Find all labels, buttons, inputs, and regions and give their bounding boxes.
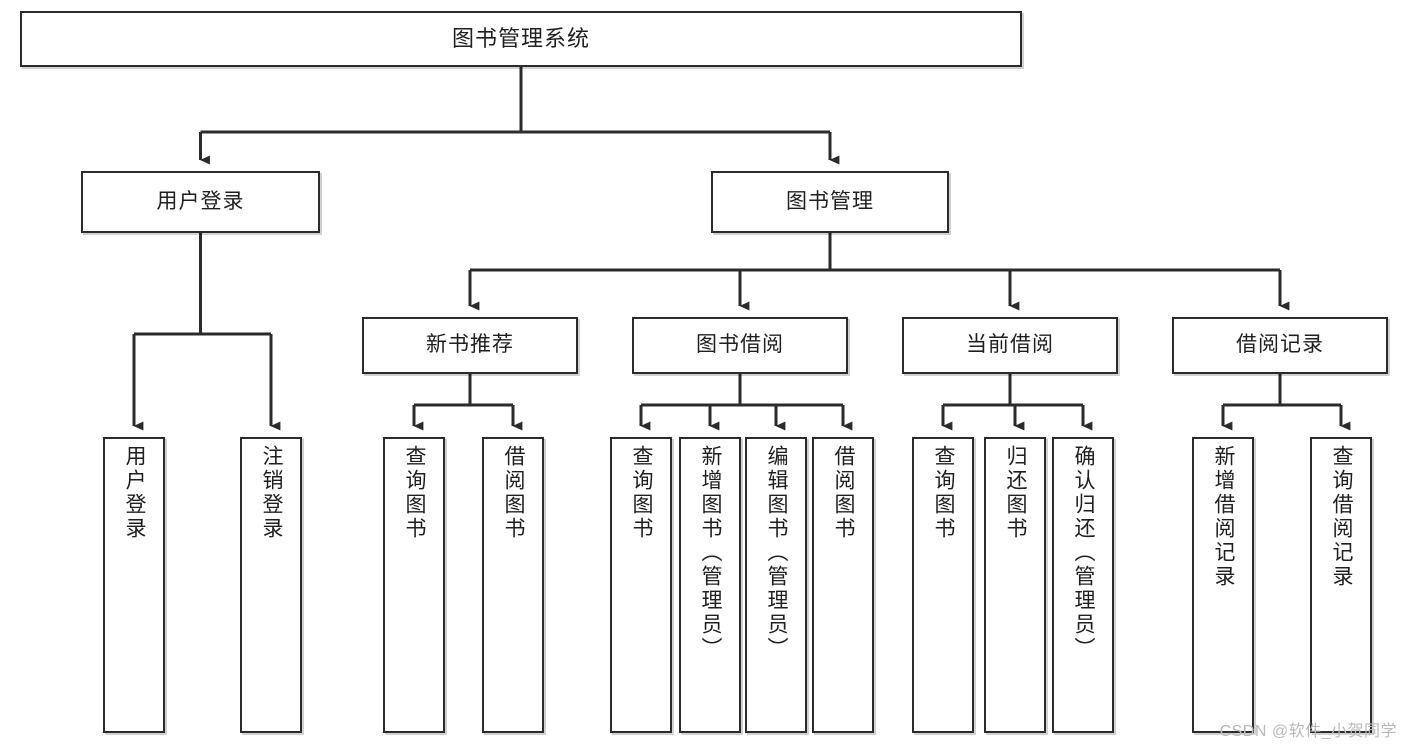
node-borrow_record[interactable]: 借阅记录	[1172, 317, 1388, 374]
node-user_login[interactable]: 用户登录	[81, 171, 320, 233]
node-leaf_add_rec[interactable]: 新增借阅记录	[1192, 437, 1254, 733]
node-label: 新书推荐	[426, 333, 514, 357]
node-label: 查询图书	[403, 445, 427, 541]
node-label: 归还图书	[1004, 445, 1028, 541]
node-label: 查询图书	[630, 445, 654, 541]
node-label: 用户登录	[156, 189, 245, 213]
node-leaf_query_rec[interactable]: 查询借阅记录	[1310, 437, 1372, 733]
node-current_borrow[interactable]: 当前借阅	[902, 317, 1118, 374]
node-leaf_logout[interactable]: 注销登录	[240, 437, 302, 733]
node-label: 用户登录	[123, 445, 147, 541]
node-leaf_add_book[interactable]: 新增图书（管理员）	[679, 437, 741, 733]
node-label: 查询图书	[932, 445, 956, 541]
node-label: 图书管理系统	[451, 26, 590, 52]
node-book_borrow[interactable]: 图书借阅	[632, 317, 848, 374]
node-label: 查询借阅记录	[1330, 445, 1354, 589]
node-label: 新增图书（管理员）	[699, 445, 723, 661]
node-label: 新增借阅记录	[1212, 445, 1236, 589]
node-label: 当前借阅	[966, 333, 1054, 357]
node-label: 编辑图书（管理员）	[765, 445, 789, 661]
csdn-watermark: CSDN @软件_小贺同学	[1219, 723, 1397, 740]
node-leaf_confirm_rt[interactable]: 确认归还（管理员）	[1052, 437, 1114, 733]
node-label: 借阅记录	[1236, 333, 1324, 357]
node-leaf_query_b2[interactable]: 查询图书	[610, 437, 672, 733]
node-new_book_rec[interactable]: 新书推荐	[362, 317, 578, 374]
node-label: 借阅图书	[502, 445, 526, 541]
node-label: 图书管理	[786, 189, 874, 213]
node-label: 借阅图书	[832, 445, 856, 541]
node-leaf_user_login[interactable]: 用户登录	[103, 437, 165, 733]
node-root[interactable]: 图书管理系统	[20, 11, 1022, 67]
node-label: 确认归还（管理员）	[1072, 445, 1096, 661]
node-label: 图书借阅	[696, 333, 784, 357]
node-leaf_borrow_b2[interactable]: 借阅图书	[812, 437, 874, 733]
node-leaf_return_b[interactable]: 归还图书	[984, 437, 1046, 733]
node-leaf_borrow_b1[interactable]: 借阅图书	[482, 437, 544, 733]
node-book_manage[interactable]: 图书管理	[711, 171, 949, 233]
node-leaf_query_b1[interactable]: 查询图书	[383, 437, 445, 733]
node-leaf_edit_book[interactable]: 编辑图书（管理员）	[745, 437, 807, 733]
node-label: 注销登录	[260, 445, 284, 541]
node-leaf_query_b3[interactable]: 查询图书	[912, 437, 974, 733]
